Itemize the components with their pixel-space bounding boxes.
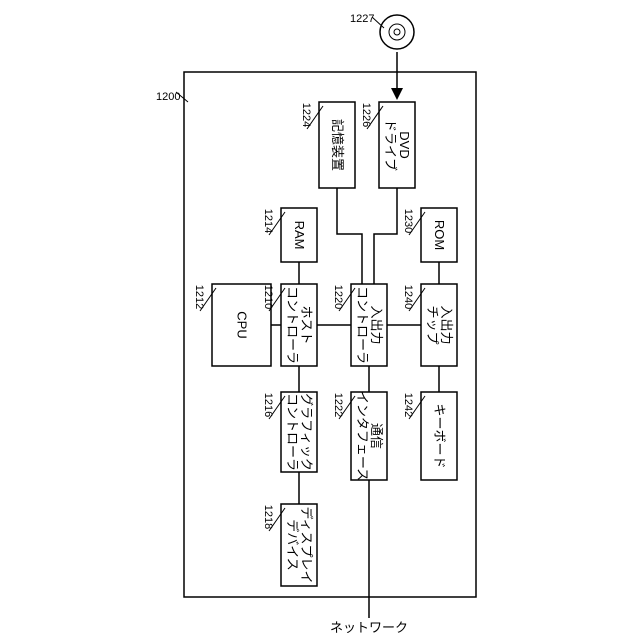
block-keyboard-label: キーボード: [432, 403, 447, 468]
block-ram-label: RAM: [292, 221, 307, 250]
block-storage-label-line: 記憶装置: [330, 119, 345, 171]
block-io-label-line: コントローラ: [355, 286, 370, 364]
block-graphics-label-line: コントローラ: [285, 393, 300, 471]
block-storage-label: 記憶装置: [330, 119, 345, 171]
block-comm-label-line: インタフェース: [355, 391, 370, 481]
block-display-label-line: ディスプレイ: [299, 506, 314, 583]
block-comm-label-line: 通信: [369, 423, 384, 449]
block-iochip-label: 入出力チップ: [425, 305, 454, 344]
block-dvd: DVDドライブ1226: [360, 102, 415, 188]
block-cpu-label: CPU: [235, 311, 250, 338]
block-rom: ROM1230: [402, 208, 457, 262]
block-comm: 通信インタフェース1222: [332, 391, 387, 481]
block-storage: 記憶装置1224: [300, 102, 355, 188]
block-graphics: グラフィックコントローラ1216: [262, 392, 317, 472]
block-dvd-label-line: DVD: [397, 131, 412, 158]
disc-arrow-head: [391, 88, 403, 100]
blocks-layer: CPU1212ホストコントローラ1210RAM1214グラフィックコントローラ1…: [193, 102, 457, 586]
block-keyboard-label-line: キーボード: [432, 403, 447, 468]
block-ram-label-line: RAM: [292, 221, 307, 250]
block-rom-label: ROM: [432, 220, 447, 250]
block-cpu: CPU1212: [193, 284, 271, 366]
block-display: ディスプレイデバイス1218: [262, 504, 317, 586]
block-io-label-line: 入出力: [369, 305, 384, 344]
block-cpu-label-line: CPU: [235, 311, 250, 338]
block-host-label-line: ホスト: [299, 305, 314, 344]
block-host-label-line: コントローラ: [285, 286, 300, 364]
block-ram: RAM1214: [262, 208, 317, 262]
block-graphics-label-line: グラフィック: [299, 393, 314, 471]
block-graphics-label: グラフィックコントローラ: [285, 393, 314, 471]
block-rom-label-line: ROM: [432, 220, 447, 250]
block-keyboard: キーボード1242: [402, 392, 457, 480]
block-iochip-label-line: チップ: [425, 305, 440, 344]
network-label: ネットワーク: [330, 620, 408, 635]
disc-ref: 1227: [350, 13, 374, 25]
block-display-label-line: デバイス: [285, 519, 300, 571]
block-dvd-label-line: ドライブ: [383, 119, 398, 171]
disc-icon: [380, 15, 414, 49]
block-iochip-label-line: 入出力: [439, 305, 454, 344]
